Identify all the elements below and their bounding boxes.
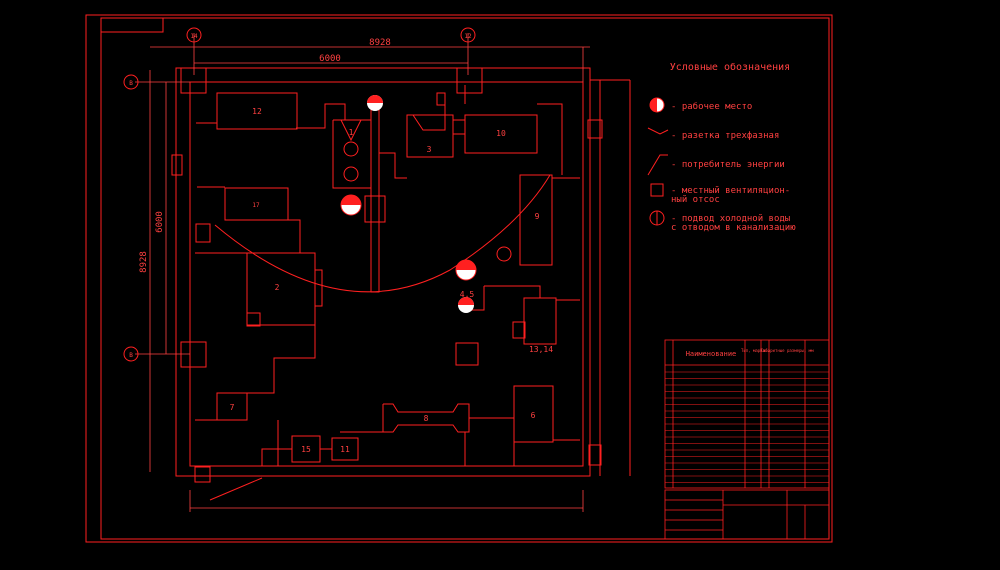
equipment-6 [513,385,554,443]
legend-workplace-icon [649,97,665,113]
dimension-overall-width: 8928 [369,38,391,48]
equipment-label-12: 12 [252,107,262,116]
equipment-label-4-5: 4,5 [460,290,475,299]
title-block [664,489,830,540]
corner-stamp [101,18,164,33]
equipment-2 [246,252,316,326]
equipment-8 [382,403,470,433]
equipment-label-7: 7 [230,403,235,412]
equipment-3 [406,114,454,158]
legend-item-vent: - местный вентиляцион- [671,186,790,196]
table-header-dims: Габаритные размеры, мм [761,348,815,353]
table-header-qty: Кол. [760,348,770,353]
equipment-label-15: 15 [301,445,311,454]
table-header-name: Наименование [686,350,737,358]
legend-item-water-line2: с отводом в канализацию [671,223,796,233]
legend-item-vent-line2: ный отсос [671,195,720,205]
axis-label-row-bottom: B [129,352,133,359]
equipment-label-13-14: 13,14 [529,345,553,354]
equipment-12 [216,92,298,130]
axis-label-row-top: B [129,80,133,87]
axis-bubble-14 [186,27,202,43]
legend-item-water: - подвод холодной воды [671,214,790,224]
equipment-outlines [195,92,557,463]
legend-title: Условные обозначения [670,61,790,73]
legend-item-socket: - разетка трехфазная [671,131,779,141]
dimension-inner-height: 6000 [155,211,165,233]
legend-vent-icon [650,183,664,197]
equipment-label-6: 6 [531,411,536,420]
wiring-lines [195,85,580,501]
equipment-17 [224,187,289,221]
legend-consumer-icon [647,154,668,176]
equipment-label-10: 10 [496,129,506,138]
equipment-7 [216,392,248,421]
workplace-symbols [340,95,512,313]
axis-label-14: 14 [190,33,198,40]
dimension-axis-span: 6000 [319,54,341,64]
equipment-label-2: 2 [275,283,280,292]
dimension-overall-height: 8928 [139,251,149,273]
dimension-lines [135,33,590,512]
building-walls [171,67,631,483]
inner-frame [100,17,830,540]
specification-table [664,339,830,489]
equipment-10 [464,114,538,154]
equipment-label-8: 8 [424,414,429,423]
outer-frame [85,14,833,543]
legend-item-workplace: - рабочее место [671,101,752,112]
axis-bubble-row-top [123,74,139,90]
equipment-label-11: 11 [340,445,350,454]
legend-socket-icon [647,127,669,135]
equipment-13-14 [523,297,557,345]
equipment-label-3: 3 [427,145,432,154]
crane-rail [370,109,380,293]
specification-table-rows [665,371,829,483]
axis-bubble-row-bottom [123,346,139,362]
equipment-9 [519,174,553,266]
table-header-type: Тип, марка [741,348,766,353]
axis-label-12: 12 [464,33,472,40]
equipment-label-17: 17 [252,202,260,209]
axis-bubble-12 [460,27,476,43]
equipment-label-9: 9 [535,212,540,221]
legend-item-consumer: - потребитель энергии [671,159,785,170]
equipment-label-1: 1 [349,128,354,137]
